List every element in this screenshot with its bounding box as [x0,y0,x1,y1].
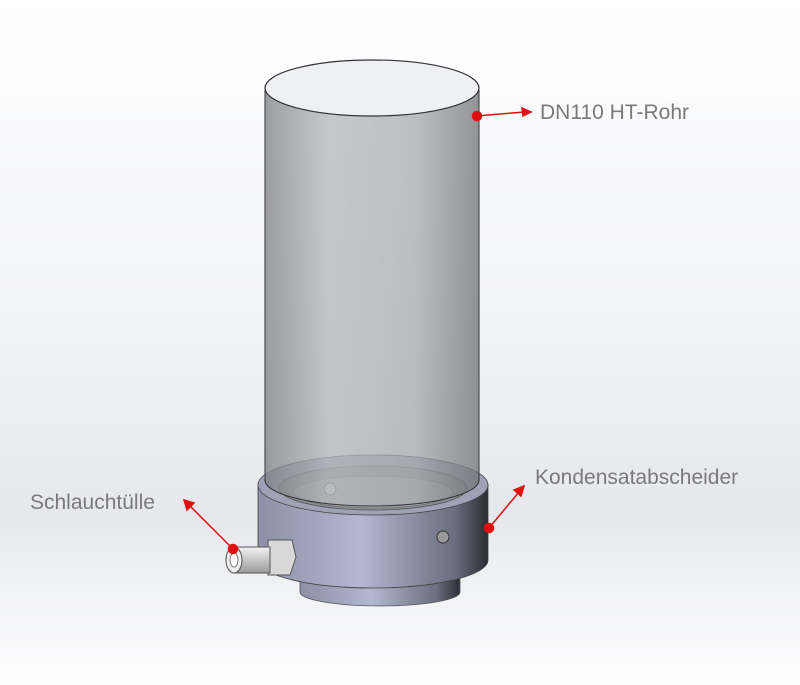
pointer-hose-nozzle [182,498,239,555]
pointer-pipe [471,106,533,122]
pointer-separator [483,484,526,534]
label-separator: Kondensatabscheider [535,466,739,489]
label-pipe: DN110 HT-Rohr [540,101,689,124]
ht-pipe [264,59,480,507]
label-hose-nozzle: Schlauchtülle [30,491,155,514]
hose-nozzle [225,539,297,576]
screw-icon [436,530,450,544]
